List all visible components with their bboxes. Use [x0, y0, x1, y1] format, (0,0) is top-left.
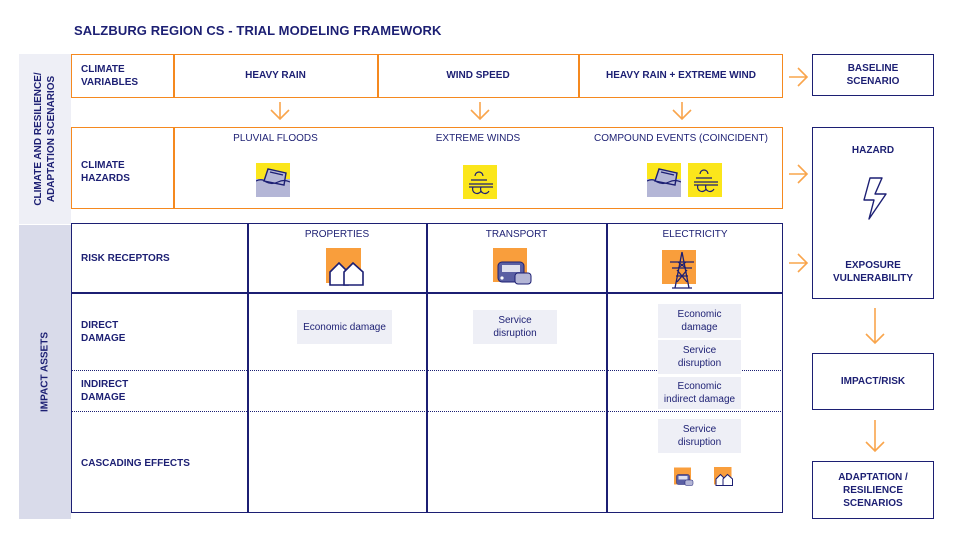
- hazard-compound-events: COMPOUND EVENTS (COINCIDENT): [594, 133, 768, 144]
- arrow-right-icon: [789, 67, 809, 87]
- houses-icon: [714, 467, 733, 486]
- receptor-properties: PROPERTIES: [304, 229, 370, 240]
- wind-icon: [463, 165, 497, 199]
- arrow-down-icon: [470, 102, 490, 121]
- hazard-extreme-winds: EXTREME WINDS: [435, 133, 521, 144]
- electricity-cascading-service-disruption: Service disruption: [658, 419, 741, 453]
- climate-variables-row: [71, 54, 783, 98]
- divider: [173, 127, 175, 209]
- divider: [606, 223, 608, 513]
- dotted-row-divider: [71, 411, 783, 412]
- arrow-right-icon: [789, 253, 809, 273]
- risk-receptors-label: RISK RECEPTORS: [81, 253, 170, 264]
- houses-icon: [326, 248, 364, 286]
- hazard-exposure-box: [812, 127, 934, 299]
- divider: [426, 223, 428, 513]
- arrow-right-icon: [789, 164, 809, 184]
- divider: [578, 54, 580, 98]
- impact-assets-label: IMPACT ASSETS: [39, 331, 51, 413]
- divider: [247, 223, 249, 513]
- adaptation-resilience-box: ADAPTATION / RESILIENCE SCENARIOS: [812, 461, 934, 519]
- receptor-transport: TRANSPORT: [485, 229, 548, 240]
- flooded-car-icon: [647, 163, 681, 197]
- variable-wind-speed: WIND SPEED: [446, 70, 510, 81]
- divider: [173, 54, 175, 98]
- climate-hazards-label: CLIMATE HAZARDS: [81, 160, 130, 184]
- power-pylon-icon: [662, 250, 696, 289]
- arrow-down-icon: [672, 102, 692, 121]
- impact-assets-band: IMPACT ASSETS: [19, 225, 71, 519]
- climate-scenarios-band: CLIMATE AND RESILIENCE/ ADAPTATION SCENA…: [19, 54, 71, 224]
- cascading-effects-label: CASCADING EFFECTS: [81, 458, 190, 469]
- row-divider: [71, 292, 783, 294]
- arrow-down-icon: [865, 420, 885, 453]
- variable-heavy-rain: HEAVY RAIN: [245, 70, 306, 81]
- divider: [377, 54, 379, 98]
- wind-icon: [688, 163, 722, 197]
- variable-heavy-rain-extreme-wind: HEAVY RAIN + EXTREME WIND: [606, 70, 756, 81]
- lightning-icon: [863, 177, 887, 220]
- page-title: SALZBURG REGION CS - TRIAL MODELING FRAM…: [74, 23, 442, 38]
- receptor-electricity: ELECTRICITY: [662, 229, 728, 240]
- exposure-vulnerability-label: EXPOSURE VULNERABILITY: [833, 260, 913, 284]
- climate-variables-label: CLIMATE VARIABLES: [81, 64, 139, 88]
- climate-hazards-row: [71, 127, 783, 209]
- hazard-pluvial-floods: PLUVIAL FLOODS: [233, 133, 318, 144]
- indirect-damage-label: INDIRECT DAMAGE: [81, 379, 129, 403]
- flooded-car-icon: [256, 163, 290, 197]
- hazard-label: HAZARD: [851, 145, 895, 156]
- dotted-row-divider: [71, 370, 783, 371]
- electricity-direct-economic-damage: Economic damage: [658, 304, 741, 338]
- arrow-down-icon: [270, 102, 290, 121]
- electricity-direct-service-disruption: Service disruption: [658, 340, 741, 374]
- arrow-down-icon: [865, 308, 885, 345]
- vehicles-icon: [674, 467, 694, 486]
- electricity-indirect-economic-damage: Economic indirect damage: [658, 377, 741, 409]
- vehicles-icon: [493, 248, 532, 285]
- climate-scenarios-label: CLIMATE AND RESILIENCE/ ADAPTATION SCENA…: [33, 72, 57, 206]
- properties-direct-economic-damage: Economic damage: [297, 310, 392, 344]
- direct-damage-label: DIRECT DAMAGE: [81, 320, 126, 344]
- transport-direct-service-disruption: Service disruption: [473, 310, 557, 344]
- baseline-scenario-box: BASELINE SCENARIO: [812, 54, 934, 96]
- impact-risk-box: IMPACT/RISK: [812, 353, 934, 410]
